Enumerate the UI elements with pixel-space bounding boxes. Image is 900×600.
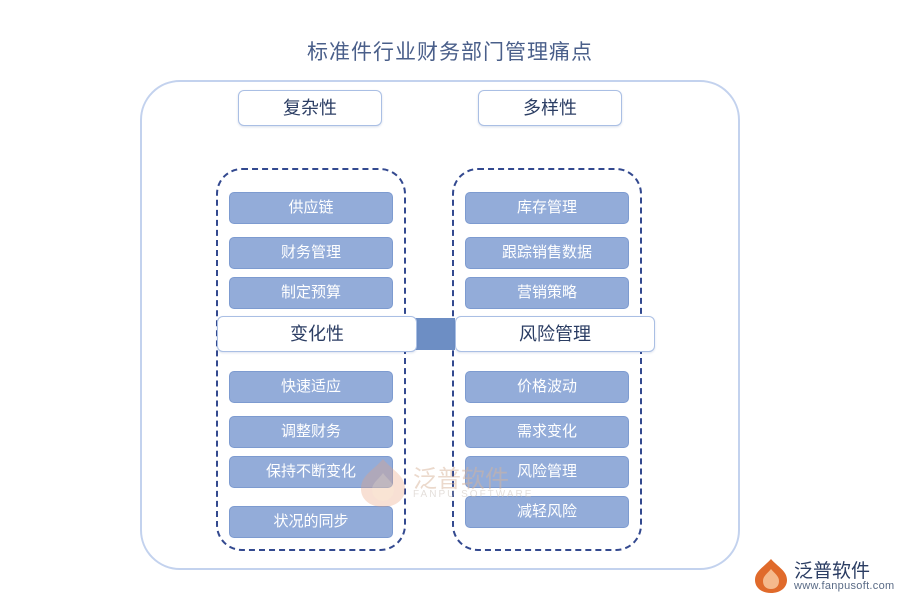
item-left-top-1[interactable]: 供应链 — [229, 192, 393, 224]
item-right-bottom-4[interactable]: 减轻风险 — [465, 496, 629, 528]
item-left-bottom-1[interactable]: 快速适应 — [229, 371, 393, 403]
item-right-top-3[interactable]: 营销策略 — [465, 277, 629, 309]
item-right-bottom-2[interactable]: 需求变化 — [465, 416, 629, 448]
logo-company-name: 泛普软件 — [794, 561, 871, 582]
mid-label-risk-management[interactable]: 风险管理 — [455, 316, 655, 352]
page-title: 标准件行业财务部门管理痛点 — [307, 40, 593, 64]
item-right-bottom-3[interactable]: 风险管理 — [465, 456, 629, 488]
item-left-top-2[interactable]: 财务管理 — [229, 237, 393, 269]
item-right-top-2[interactable]: 跟踪销售数据 — [465, 237, 629, 269]
header-pill-diversity[interactable]: 多样性 — [478, 90, 622, 126]
dashed-column-left — [216, 168, 406, 551]
item-left-top-3[interactable]: 制定预算 — [229, 277, 393, 309]
item-left-bottom-2[interactable]: 调整财务 — [229, 416, 393, 448]
header-pill-complexity[interactable]: 复杂性 — [238, 90, 382, 126]
item-right-bottom-1[interactable]: 价格波动 — [465, 371, 629, 403]
mid-label-variability[interactable]: 变化性 — [217, 316, 417, 352]
outer-frame — [140, 80, 740, 570]
dashed-column-right — [452, 168, 642, 551]
brand-logo: 泛普软件 www.fanpusoft.com — [752, 556, 895, 596]
item-right-top-1[interactable]: 库存管理 — [465, 192, 629, 224]
logo-website-url: www.fanpusoft.com — [794, 580, 895, 592]
flame-logo-icon — [755, 559, 787, 593]
item-left-bottom-3[interactable]: 保持不断变化 — [229, 456, 393, 488]
item-left-bottom-4[interactable]: 状况的同步 — [229, 506, 393, 538]
